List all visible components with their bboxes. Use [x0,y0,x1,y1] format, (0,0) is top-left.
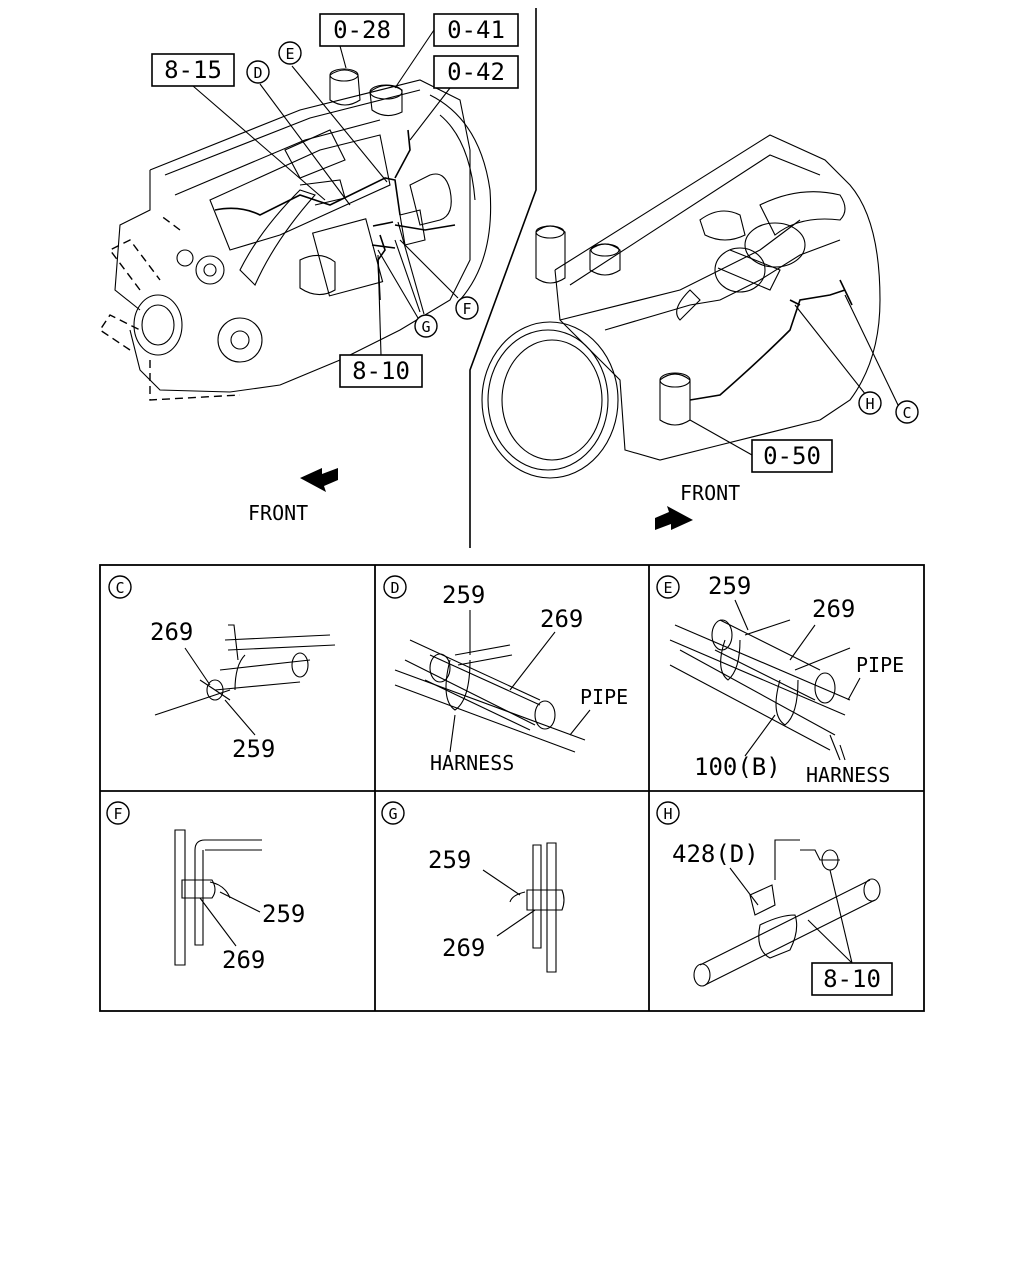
ref-box-8-15: 8-15 [151,53,235,87]
leader-0-50 [689,419,753,456]
svg-text:D: D [253,64,262,82]
leader-g3 [397,221,425,315]
svg-text:269: 269 [812,595,855,623]
svg-text:8-10: 8-10 [352,357,410,385]
svg-text:HARNESS: HARNESS [430,751,514,775]
svg-text:F: F [462,300,471,318]
svg-text:E: E [663,579,672,597]
svg-text:C: C [902,404,911,422]
callout-e: E [278,41,302,65]
front-label-right: FRONT [680,481,740,505]
section-divider [469,8,537,548]
ref-box-0-41: 0-41 [433,13,519,47]
svg-text:269: 269 [540,605,583,633]
detail-c: C 269 259 [108,575,336,763]
callout-c: C [895,400,919,424]
svg-text:PIPE: PIPE [856,653,904,677]
svg-text:8-15: 8-15 [164,56,222,84]
svg-text:259: 259 [262,900,305,928]
detail-h: H 428(D) 8-10 [656,801,893,996]
svg-text:H: H [865,395,874,413]
leader-0-41 [394,29,435,89]
leader-f [399,239,459,299]
svg-text:8-10: 8-10 [823,965,881,993]
detail-e: E 259 269 PIPE 100(B) HARNESS [656,572,904,787]
svg-text:HARNESS: HARNESS [806,763,890,787]
leader-0-42 [409,87,451,141]
svg-text:0-50: 0-50 [763,442,821,470]
front-arrow-right-icon [655,506,693,530]
svg-text:G: G [388,805,397,823]
callout-h: H [858,391,882,415]
front-arrow-left-icon [300,468,338,492]
svg-text:H: H [663,805,672,823]
leader-g1 [377,249,419,319]
leader-c [844,294,899,406]
svg-text:428(D): 428(D) [672,840,759,868]
svg-text:0-28: 0-28 [333,16,391,44]
ref-box-8-10-detail-h: 8-10 [811,962,893,996]
ref-box-0-28: 0-28 [319,13,405,47]
svg-text:PIPE: PIPE [580,685,628,709]
svg-text:259: 259 [708,572,751,600]
svg-text:269: 269 [442,934,485,962]
svg-text:0-42: 0-42 [447,58,505,86]
svg-text:269: 269 [222,946,265,974]
callout-d: D [246,60,270,84]
svg-text:E: E [285,45,294,63]
leader-8-15 [192,85,326,201]
leader-0-28 [339,45,347,69]
ref-box-0-42: 0-42 [433,55,519,89]
leader-8-10-left [377,254,382,356]
front-label-left: FRONT [248,501,308,525]
leader-g2 [394,239,421,313]
leader-d [259,83,351,206]
svg-text:G: G [421,318,430,336]
svg-text:F: F [113,805,122,823]
right-engine-illustration [481,134,881,479]
detail-grid [99,564,925,1012]
callout-g: G [414,314,438,338]
leader-h [794,304,867,396]
detail-g: G 259 269 [381,801,565,973]
svg-text:259: 259 [442,581,485,609]
callout-f: F [455,296,479,320]
svg-text:0-41: 0-41 [447,16,505,44]
svg-text:259: 259 [232,735,275,763]
svg-text:100(B): 100(B) [694,753,781,781]
svg-text:C: C [115,579,124,597]
detail-d: D 259 269 PIPE HARNESS [383,575,628,775]
svg-text:259: 259 [428,846,471,874]
ref-box-0-50: 0-50 [751,439,833,473]
svg-text:269: 269 [150,618,193,646]
svg-text:D: D [390,579,399,597]
ref-box-8-10-left: 8-10 [339,354,423,388]
left-engine-illustration [99,68,492,401]
detail-f: F 259 269 [106,801,305,974]
leader-e [291,65,388,183]
